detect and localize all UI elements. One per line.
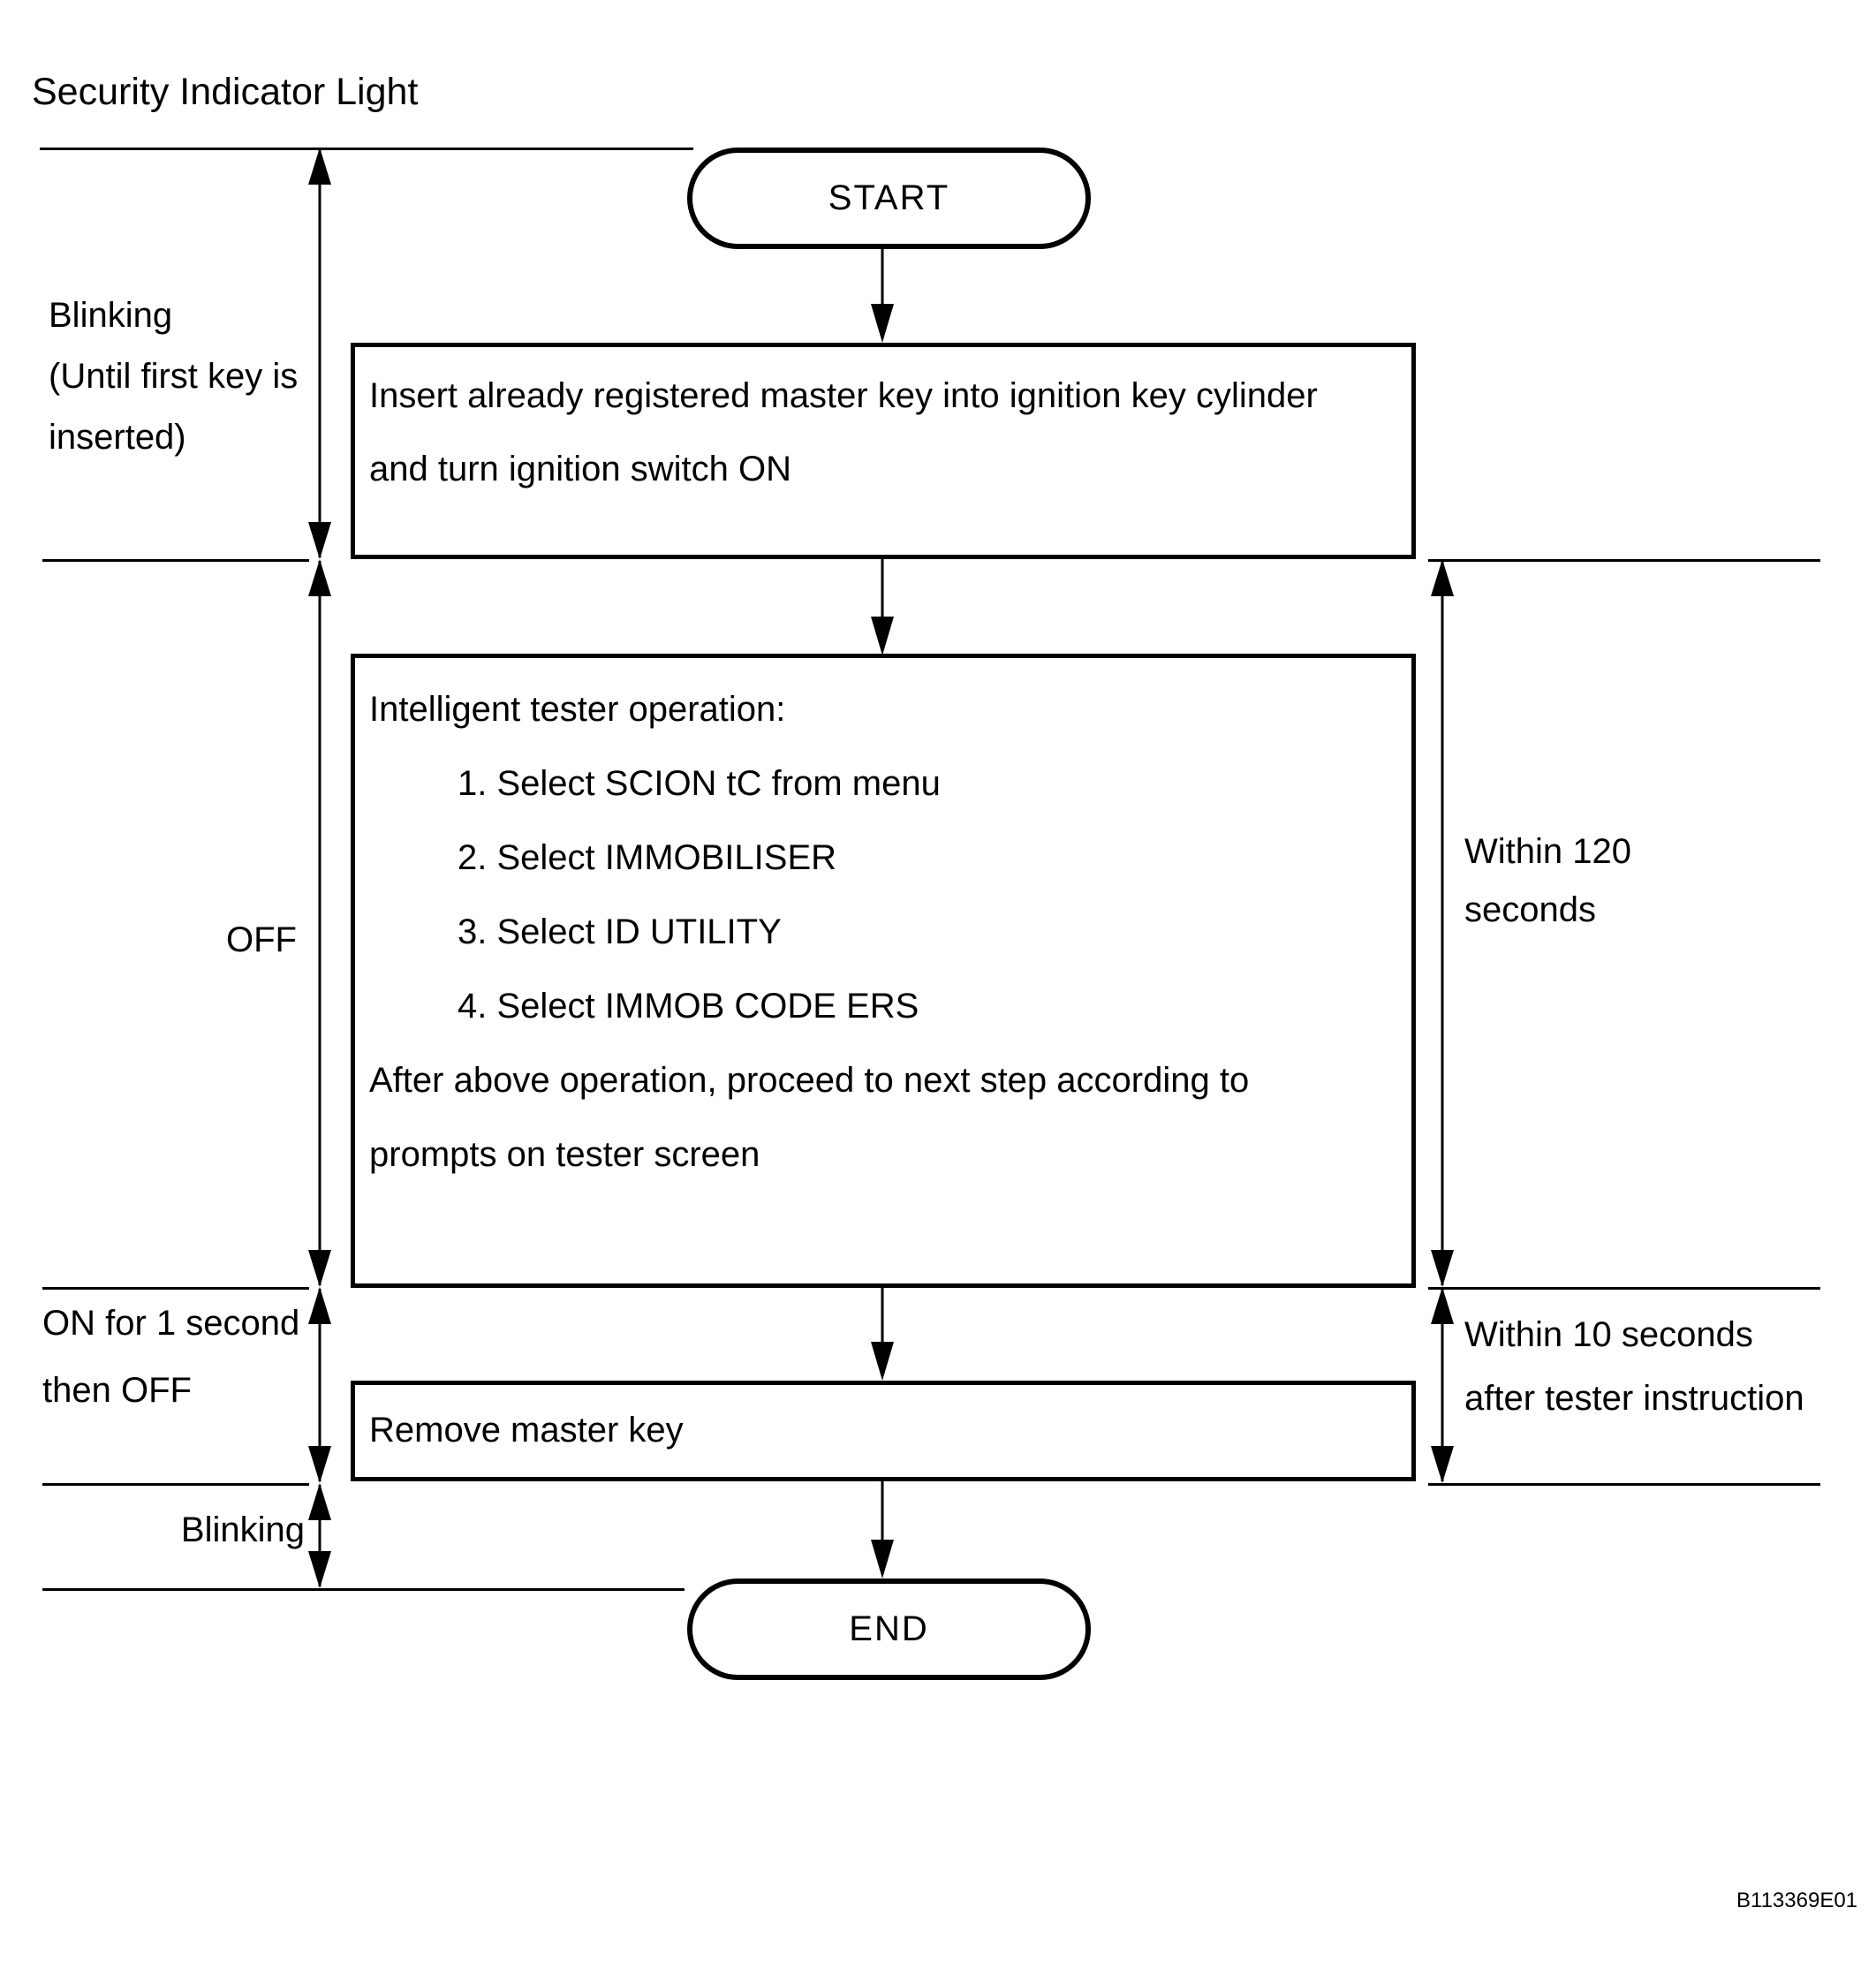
box1-line: and turn ignition switch ON (369, 450, 792, 488)
start-node-label: START (828, 178, 950, 217)
box2-footer-line: After above operation, proceed to next s… (369, 1061, 1250, 1100)
label-line: Within 120 (1464, 832, 1631, 871)
label-line: Blinking (49, 296, 173, 335)
box2-footer-line: prompts on tester screen (369, 1135, 760, 1174)
process-box-remove-key: Remove master key (351, 1381, 1416, 1481)
down-arrowhead-icon (871, 1342, 894, 1381)
label-line: after tester instruction (1464, 1379, 1804, 1418)
process-box-insert-key: Insert already registered master key int… (351, 343, 1416, 559)
down-arrowhead-icon (308, 522, 331, 559)
arrow-shaft (318, 149, 321, 557)
flow-arrow-2 (871, 559, 894, 655)
down-arrowhead-icon (1431, 1250, 1454, 1287)
divider-line-left-3 (42, 1287, 309, 1290)
label-line: seconds (1464, 890, 1596, 929)
arrow-shaft (318, 1289, 321, 1481)
range-arrow-off (308, 559, 331, 1287)
arrow-shaft (318, 1485, 321, 1586)
label-on-1-second: ON for 1 second then OFF (42, 1290, 299, 1424)
label-blinking-until-key: Blinking (Until first key is inserted) (49, 285, 298, 468)
label-line: ON for 1 second (42, 1304, 300, 1343)
range-arrow-blinking-end (308, 1483, 331, 1588)
range-arrow-within-120s (1431, 559, 1454, 1287)
box2-step: 4. Select IMMOB CODE ERS (458, 987, 919, 1026)
down-arrowhead-icon (871, 1540, 894, 1579)
box2-step: 3. Select ID UTILITY (458, 912, 782, 951)
box2-heading: Intelligent tester operation: (369, 690, 786, 729)
arrow-shaft (881, 249, 884, 307)
box2-step: 2. Select IMMOBILISER (458, 838, 837, 877)
page-title: Security Indicator Light (32, 71, 419, 113)
arrow-shaft (1441, 1289, 1444, 1481)
flow-arrow-1 (871, 249, 894, 343)
flow-arrow-3 (871, 1287, 894, 1381)
range-arrow-on-1-second (308, 1287, 331, 1483)
label-within-120-seconds: Within 120 seconds (1464, 822, 1631, 939)
down-arrowhead-icon (871, 617, 894, 655)
arrow-shaft (881, 1287, 884, 1345)
box3-label: Remove master key (369, 1411, 684, 1450)
label-within-10-seconds: Within 10 seconds after tester instructi… (1464, 1303, 1804, 1430)
label-line: (Until first key is (49, 357, 299, 396)
divider-line-right-3 (1428, 1483, 1820, 1486)
label-line: Within 10 seconds (1464, 1315, 1753, 1354)
down-arrowhead-icon (1431, 1446, 1454, 1483)
label-line: then OFF (42, 1371, 192, 1410)
start-node: START (687, 148, 1091, 249)
box1-line: Insert already registered master key int… (369, 376, 1318, 415)
process-box-tester-operation: Intelligent tester operation: 1. Select … (351, 654, 1416, 1288)
label-blinking-end: Blinking (180, 1510, 305, 1549)
divider-line-right-2 (1428, 1287, 1820, 1290)
down-arrowhead-icon (308, 1446, 331, 1483)
down-arrowhead-icon (308, 1250, 331, 1287)
end-node: END (687, 1579, 1091, 1680)
label-line: inserted) (49, 418, 186, 457)
label-off: OFF (226, 920, 297, 959)
arrow-shaft (881, 559, 884, 620)
divider-line-left-4 (42, 1483, 309, 1486)
divider-line-left-2 (42, 559, 309, 562)
divider-line-bottom (42, 1588, 685, 1591)
arrow-shaft (1441, 561, 1444, 1285)
arrow-shaft (318, 561, 321, 1285)
flow-arrow-4 (871, 1481, 894, 1579)
down-arrowhead-icon (308, 1551, 331, 1588)
end-node-label: END (849, 1609, 929, 1648)
divider-line-top (40, 148, 693, 150)
arrow-shaft (881, 1481, 884, 1543)
figure-reference-code: B113369E01 (1736, 1889, 1858, 1912)
box2-step: 1. Select SCION tC from menu (458, 764, 941, 803)
range-arrow-within-10s (1431, 1287, 1454, 1483)
down-arrowhead-icon (871, 304, 894, 343)
divider-line-right-1 (1428, 559, 1820, 562)
range-arrow-blinking-until-key (308, 148, 331, 559)
